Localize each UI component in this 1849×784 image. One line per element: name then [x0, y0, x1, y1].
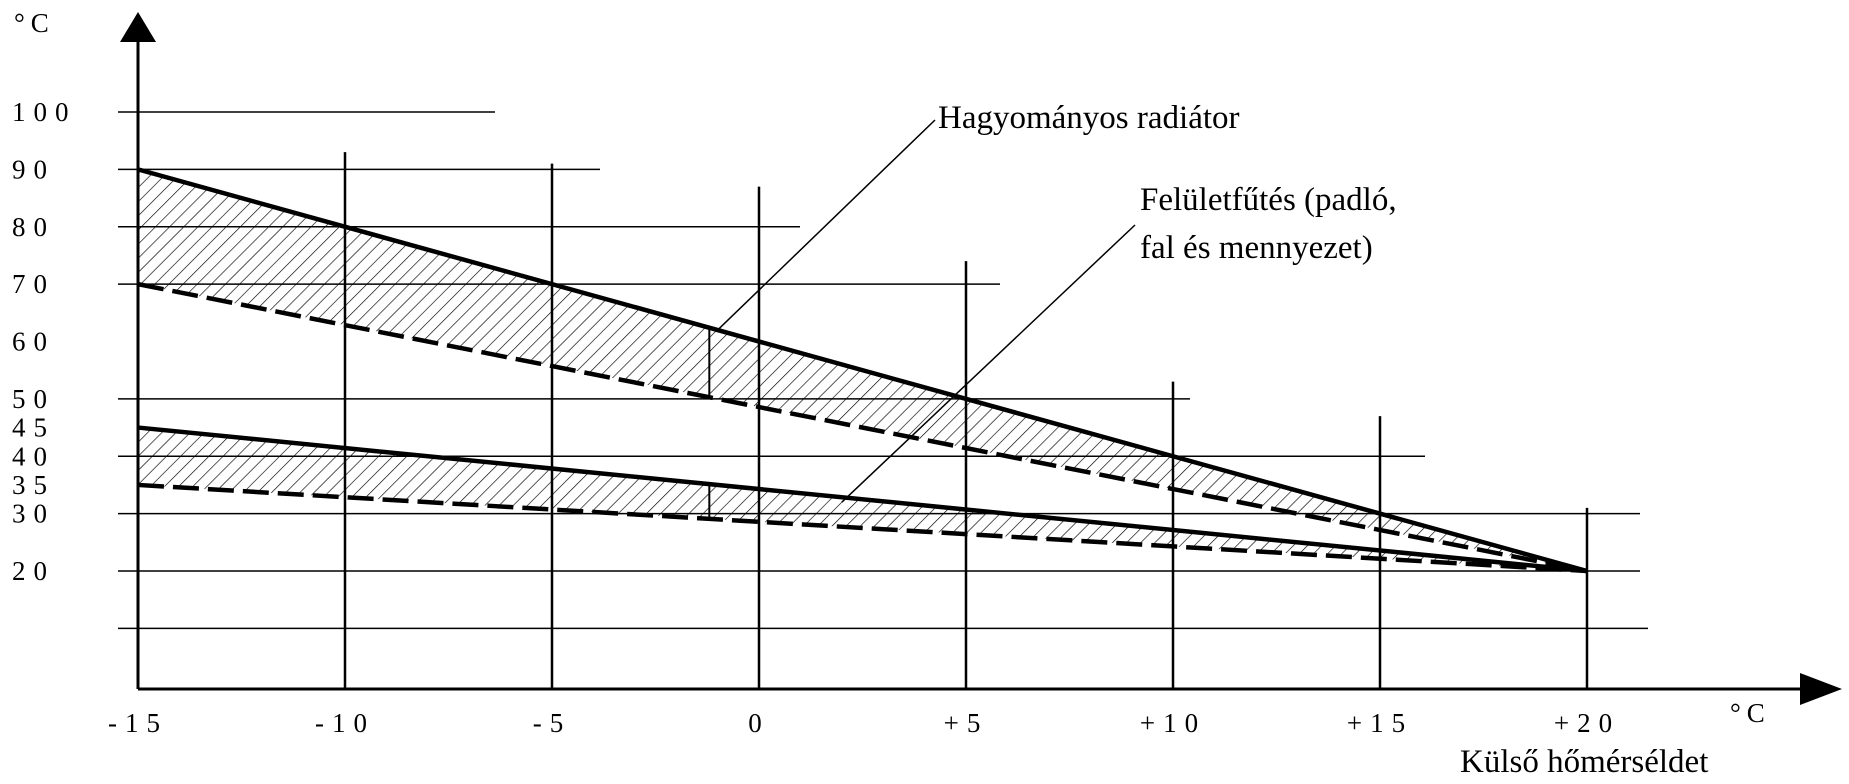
- y-axis-unit: °C: [14, 8, 55, 38]
- annotation-label: Felületfűtés (padló,: [1140, 182, 1397, 218]
- y-tick-label: 60: [12, 327, 55, 357]
- y-tick-label: 35: [12, 470, 55, 500]
- x-tick-label: -15: [108, 708, 168, 738]
- y-tick-label: 20: [12, 556, 55, 586]
- x-tick-label: -5: [533, 708, 572, 738]
- band-2-upper-line: [137, 425, 1588, 574]
- band-2-lower-line: [137, 482, 1588, 574]
- x-tick-label: +15: [1347, 708, 1413, 738]
- x-axis-title: Külső hőmérséldet: [1460, 744, 1708, 780]
- x-tick-label: 0: [748, 708, 770, 738]
- band-1-lower-line: [137, 281, 1588, 574]
- y-tick-label: 30: [12, 499, 55, 529]
- axes: [120, 12, 1842, 705]
- x-axis-unit: °C: [1730, 698, 1771, 728]
- y-tick-label: 40: [12, 441, 55, 471]
- annotation-label: fal és mennyezet): [1140, 230, 1373, 266]
- band-1-upper-line: [137, 167, 1588, 574]
- bands: [137, 167, 1588, 574]
- annotation-leader-line: [717, 119, 936, 331]
- y-tick-label: 70: [12, 269, 55, 299]
- y-axis-arrow-icon: [120, 12, 156, 42]
- annotation-label: Hagyományos radiátor: [938, 100, 1240, 136]
- x-tick-label: +20: [1554, 708, 1620, 738]
- y-tick-label: 90: [12, 154, 55, 184]
- x-tick-label: +10: [1140, 708, 1206, 738]
- x-tick-label: +5: [944, 708, 989, 738]
- x-axis-arrow-icon: [1800, 673, 1842, 705]
- annotation-leader-line: [841, 224, 1136, 503]
- y-tick-label: 80: [12, 212, 55, 242]
- x-tick-label: -10: [315, 708, 375, 738]
- y-tick-label: 45: [12, 413, 55, 443]
- y-tick-label: 50: [12, 384, 55, 414]
- y-tick-label: 100: [12, 97, 77, 127]
